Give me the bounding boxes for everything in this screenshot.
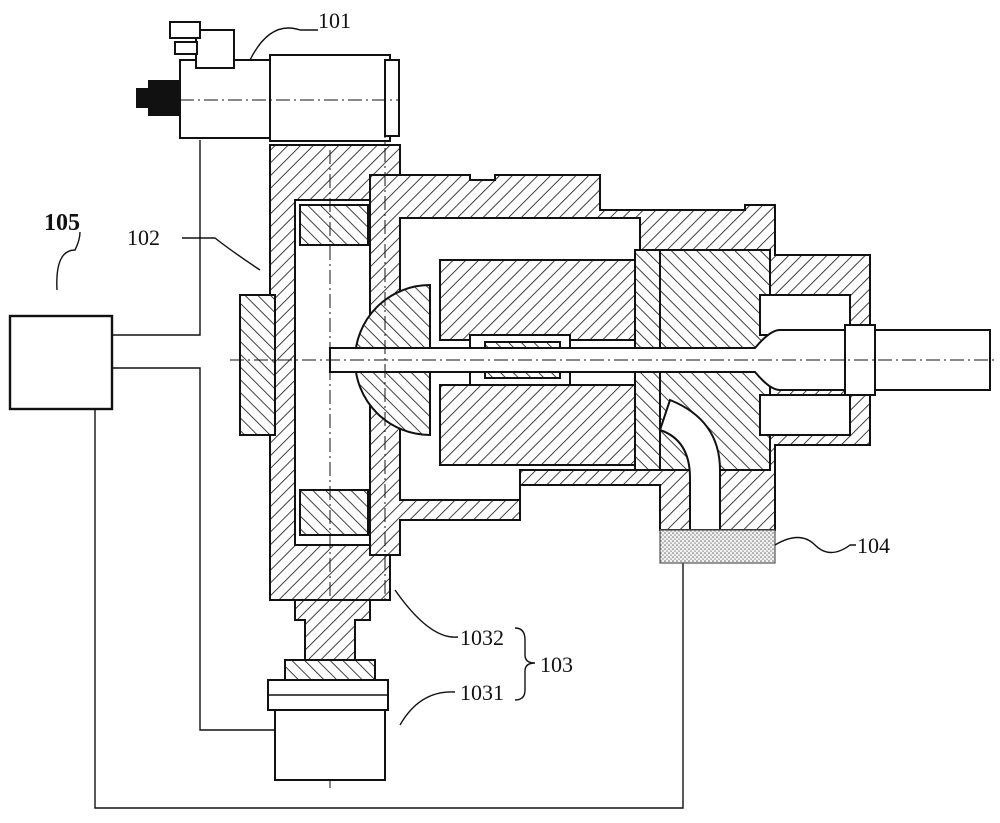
label-103: 103 bbox=[540, 652, 573, 677]
wire-to-motor bbox=[112, 367, 275, 731]
adjusting-mechanism-103 bbox=[267, 599, 389, 781]
leader-lines bbox=[56, 27, 856, 726]
leader-105 bbox=[56, 231, 81, 291]
connector-plug bbox=[148, 80, 180, 116]
wire-to-sensor bbox=[94, 409, 684, 809]
leader-104 bbox=[774, 536, 856, 554]
label-104: 104 bbox=[857, 533, 890, 558]
brace-103 bbox=[514, 627, 536, 701]
label-1031: 1031 bbox=[460, 680, 504, 705]
solenoid-valve-101 bbox=[136, 21, 400, 142]
pump-housing bbox=[230, 100, 995, 790]
wire-to-valve bbox=[112, 140, 201, 336]
motor-1031 bbox=[274, 709, 386, 781]
label-105: 105 bbox=[44, 210, 80, 236]
controller-105 bbox=[8, 140, 684, 809]
pressure-sensor-104 bbox=[659, 529, 776, 564]
label-102: 102 bbox=[127, 225, 160, 250]
leader-1032 bbox=[394, 589, 459, 638]
gear-1032 bbox=[294, 599, 371, 661]
leader-1031 bbox=[399, 691, 456, 726]
controller-box bbox=[8, 314, 114, 411]
label-101: 101 bbox=[318, 8, 351, 33]
label-1032: 1032 bbox=[460, 625, 504, 650]
leader-102 bbox=[182, 237, 261, 271]
leader-101 bbox=[249, 27, 318, 61]
